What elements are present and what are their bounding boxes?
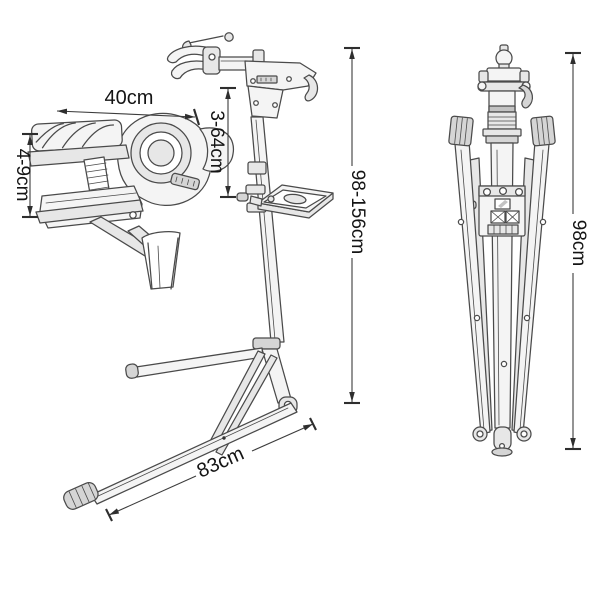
dimension-label-arm-height-range: 3-64cm xyxy=(206,110,227,173)
dimension-stand-height-range: 98-156cm xyxy=(344,46,368,405)
dimension-arm-height-range: 3-64cm xyxy=(206,86,236,199)
dimension-clamp-grip-range: 4-9cm xyxy=(12,132,38,219)
clamp-detail-inset-drawing xyxy=(27,112,235,290)
dimension-folded-height: 98cm xyxy=(565,51,589,451)
main-stand-drawing xyxy=(63,32,334,510)
dimension-base-length: 83cm xyxy=(105,417,317,522)
dimension-clamp-width: 40cm xyxy=(56,87,201,126)
dimension-label-stand-height-range: 98-156cm xyxy=(347,170,368,255)
dimension-label-folded-height: 98cm xyxy=(568,220,589,266)
dimension-label-clamp-width: 40cm xyxy=(105,87,154,109)
dimension-label-clamp-grip-range: 4-9cm xyxy=(12,149,33,202)
folded-stand-drawing xyxy=(448,44,556,457)
